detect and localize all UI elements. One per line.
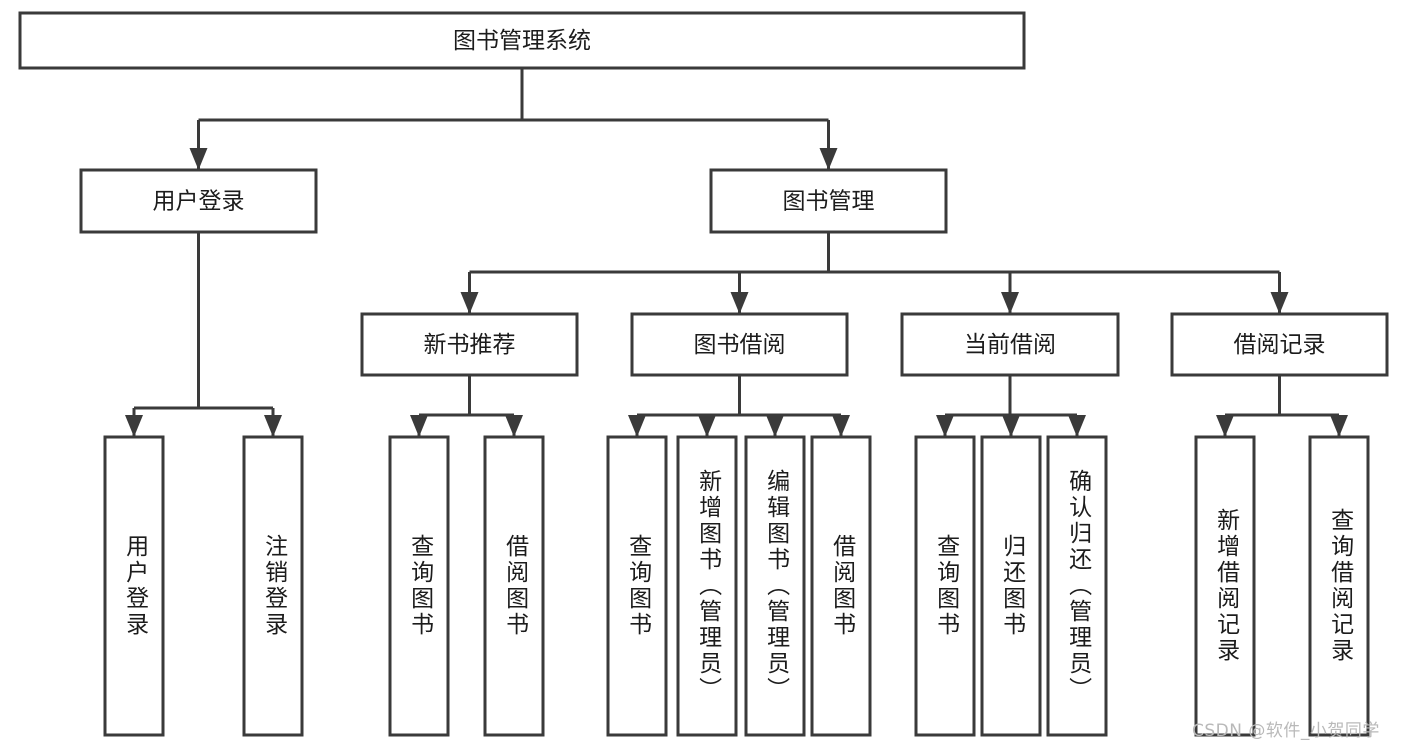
arrow-head-icon bbox=[1001, 292, 1019, 314]
node-box-root bbox=[18, 11, 1026, 70]
arrow-head-icon bbox=[1002, 415, 1020, 437]
node-box-leaf-borrow-book bbox=[810, 435, 872, 737]
arrow-head-icon bbox=[832, 415, 850, 437]
node-box-leaf-query-book-borrow bbox=[606, 435, 668, 737]
node-box-leaf-add-book-admin bbox=[676, 435, 738, 737]
arrow-head-icon bbox=[628, 415, 646, 437]
node-box-leaf-add-borrow-record bbox=[1194, 435, 1256, 737]
node-box-leaf-query-borrow-record bbox=[1308, 435, 1370, 737]
node-label-book-borrow: 图书借阅 bbox=[694, 332, 786, 358]
node-label-user-login: 用户登录 bbox=[153, 189, 245, 215]
csdn-watermark: CSDN @软件_小贺同学 bbox=[1192, 721, 1380, 741]
node-label-root: 图书管理系统 bbox=[453, 28, 591, 54]
node-box-leaf-query-book-current bbox=[914, 435, 976, 737]
node-label-book-management: 图书管理 bbox=[783, 189, 875, 215]
node-boxes-layer bbox=[18, 11, 1389, 737]
node-label-borrow-record: 借阅记录 bbox=[1234, 332, 1326, 358]
node-box-leaf-query-book-recommend bbox=[388, 435, 450, 737]
node-box-leaf-user-login bbox=[103, 435, 165, 737]
arrow-head-icon bbox=[460, 292, 479, 314]
arrow-head-icon bbox=[766, 415, 784, 437]
arrow-head-icon bbox=[505, 415, 523, 437]
arrow-head-icon bbox=[698, 415, 716, 437]
arrow-head-icon bbox=[189, 148, 208, 170]
node-label-current-borrow: 当前借阅 bbox=[964, 332, 1056, 358]
connectors-layer bbox=[125, 68, 1348, 437]
node-box-leaf-edit-book-admin bbox=[744, 435, 806, 737]
node-box-leaf-confirm-return-admin bbox=[1046, 435, 1108, 737]
node-box-leaf-logout-login bbox=[242, 435, 304, 737]
arrow-head-icon bbox=[936, 415, 954, 437]
node-box-user-login bbox=[79, 168, 318, 234]
node-box-leaf-return-book bbox=[980, 435, 1042, 737]
node-label-new-book-recommend: 新书推荐 bbox=[424, 332, 516, 358]
arrow-head-icon bbox=[1216, 415, 1234, 437]
arrow-head-icon bbox=[1330, 415, 1348, 437]
node-box-leaf-borrow-book-recommend bbox=[483, 435, 545, 737]
node-box-borrow-record bbox=[1170, 312, 1389, 377]
node-box-current-borrow bbox=[900, 312, 1120, 377]
arrow-head-icon bbox=[819, 148, 838, 170]
node-box-book-borrow bbox=[630, 312, 849, 377]
arrow-head-icon bbox=[125, 415, 143, 437]
arrow-head-icon bbox=[730, 292, 749, 314]
arrow-head-icon bbox=[1068, 415, 1086, 437]
node-box-new-book-recommend bbox=[360, 312, 579, 377]
node-box-book-management bbox=[709, 168, 948, 234]
arrow-head-icon bbox=[264, 415, 282, 437]
arrow-head-icon bbox=[410, 415, 428, 437]
arrow-head-icon bbox=[1270, 292, 1289, 314]
